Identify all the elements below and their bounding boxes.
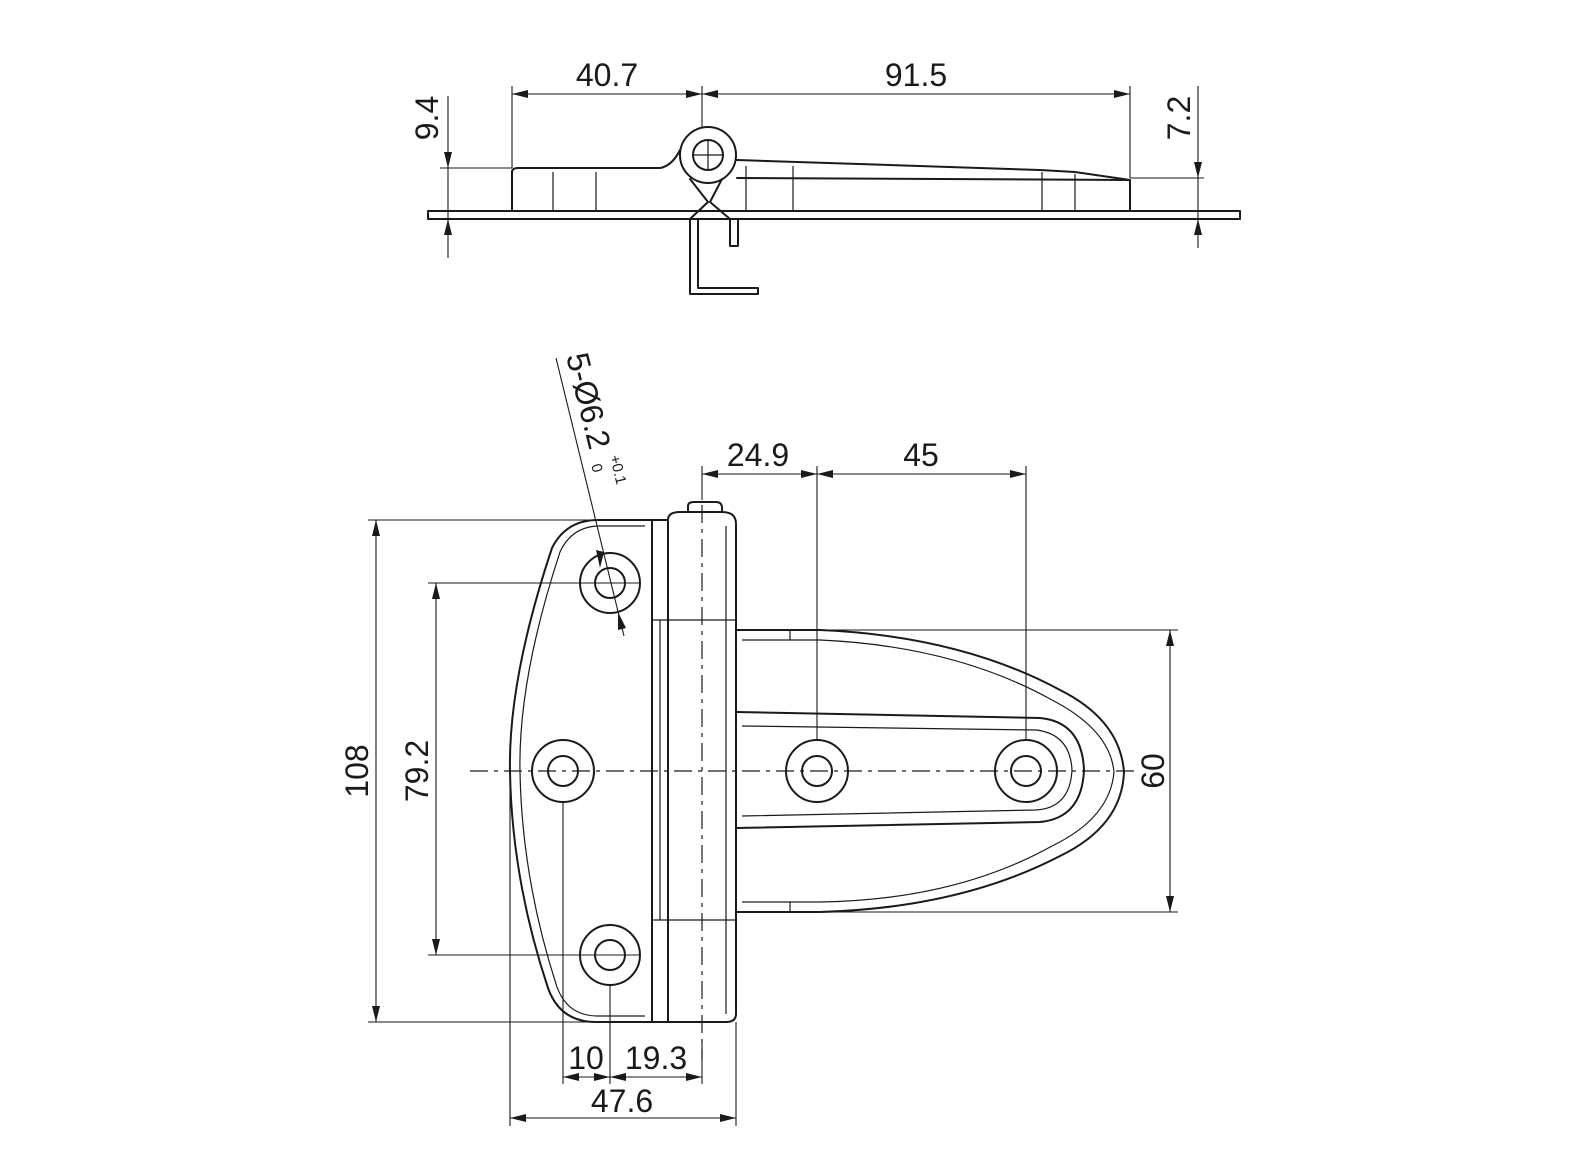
plan-rib — [735, 711, 1085, 829]
dim-91-5: 91.5 — [885, 57, 947, 93]
dim-108: 108 — [339, 744, 375, 797]
dim-79-2: 79.2 — [399, 740, 435, 802]
plan-view: 5-Ø6.2 +0.1 0 24.9 45 108 79.2 — [339, 349, 1178, 1126]
dim-10: 10 — [568, 1040, 604, 1076]
hole-tol-lower: 0 — [587, 462, 606, 474]
dim-40-7: 40.7 — [576, 57, 638, 93]
dim-7-2: 7.2 — [1161, 96, 1197, 140]
side-view: 40.7 91.5 9.4 7.2 — [409, 57, 1241, 295]
side-left-leaf — [511, 149, 681, 212]
side-knuckle — [679, 126, 737, 184]
dim-19-3: 19.3 — [625, 1040, 687, 1076]
plan-left-leaf — [508, 519, 653, 1023]
side-base-plate — [427, 210, 1241, 220]
dim-45: 45 — [903, 437, 939, 473]
plan-strap-leaf — [735, 629, 1125, 913]
dim-9-4: 9.4 — [409, 96, 445, 140]
dim-24-9: 24.9 — [727, 437, 789, 473]
hole-callout: 5-Ø6.2 +0.1 0 — [559, 349, 630, 486]
side-bent-tab — [689, 178, 759, 295]
side-strap-leaf — [736, 159, 1131, 212]
dim-47-6: 47.6 — [591, 1083, 653, 1119]
dim-60: 60 — [1135, 753, 1171, 789]
hole-tol-upper: +0.1 — [606, 453, 630, 486]
hole-spec: 5-Ø6.2 — [559, 349, 618, 453]
